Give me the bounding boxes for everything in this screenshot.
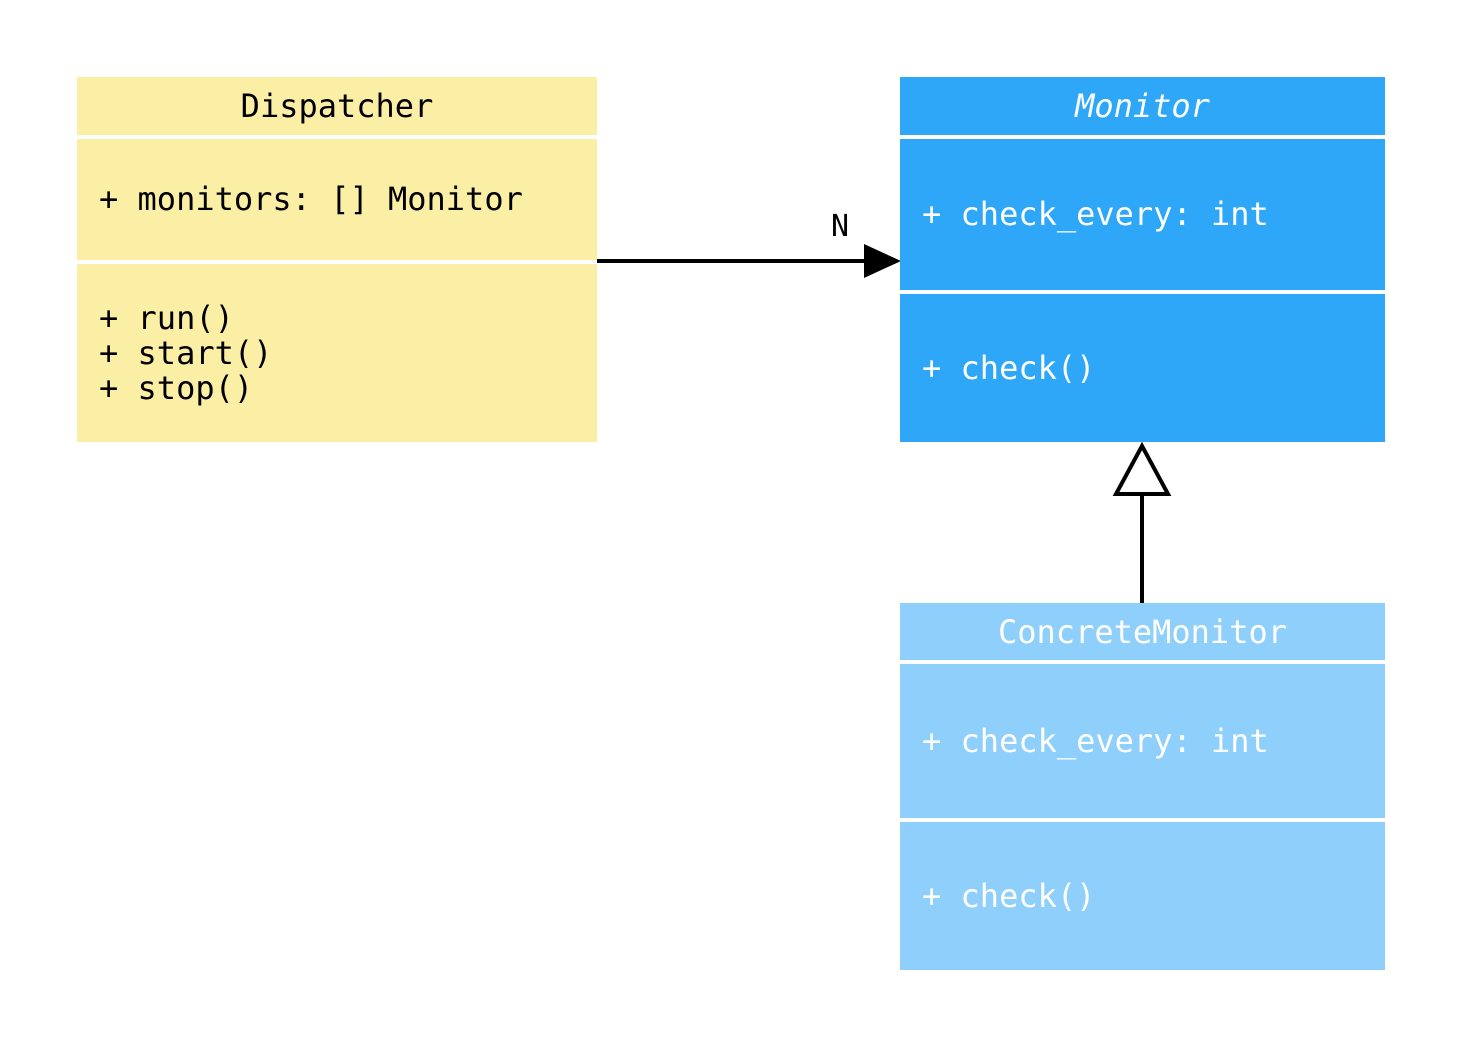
class-dispatcher-methods: + run() + start() + stop(): [77, 264, 597, 442]
method-line: + start(): [99, 333, 273, 372]
attribute-line: + monitors: [] Monitor: [99, 180, 523, 218]
method-line: + check(): [922, 348, 1096, 387]
class-dispatcher-attributes: + monitors: [] Monitor: [77, 139, 597, 260]
class-dispatcher-title: Dispatcher: [77, 77, 597, 135]
inheritance-triangle-icon: [1112, 441, 1172, 496]
class-concretemonitor: ConcreteMonitor + check_every: int + che…: [900, 603, 1385, 970]
class-monitor-methods: + check(): [900, 294, 1385, 442]
class-monitor-attributes: + check_every: int: [900, 139, 1385, 290]
class-monitor: Monitor + check_every: int + check(): [900, 77, 1385, 442]
class-monitor-title: Monitor: [900, 77, 1385, 135]
association-arrowhead-icon: [864, 244, 901, 278]
method-line: + stop(): [99, 368, 254, 407]
class-concretemonitor-title: ConcreteMonitor: [900, 603, 1385, 660]
class-concretemonitor-attributes: + check_every: int: [900, 664, 1385, 818]
method-line: + run(): [99, 298, 234, 337]
class-dispatcher: Dispatcher + monitors: [] Monitor + run(…: [77, 77, 597, 442]
association-multiplicity-label: N: [831, 209, 850, 244]
method-line: + check(): [922, 876, 1096, 915]
class-concretemonitor-methods: + check(): [900, 822, 1385, 970]
attribute-line: + check_every: int: [922, 721, 1269, 760]
attribute-line: + check_every: int: [922, 195, 1269, 233]
